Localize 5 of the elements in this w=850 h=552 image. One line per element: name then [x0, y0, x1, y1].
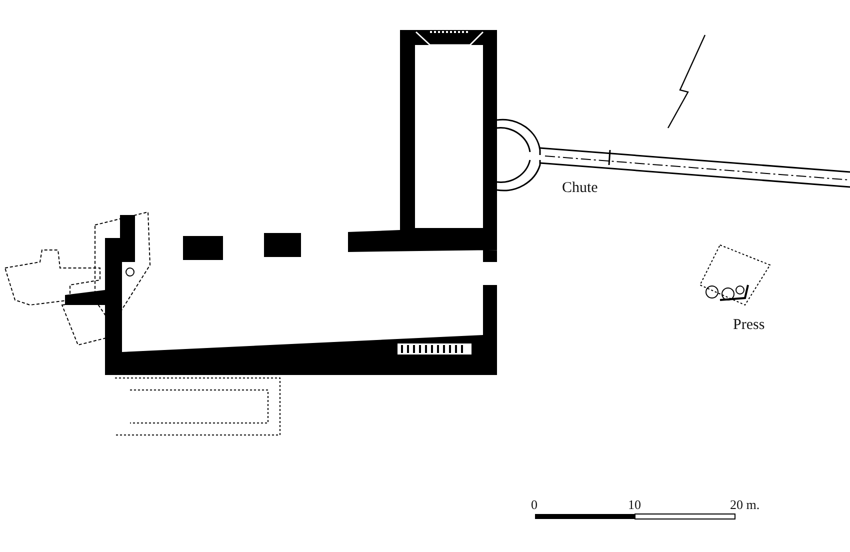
- scale-number: 0: [531, 497, 538, 513]
- area-label: Press: [733, 317, 765, 333]
- scale-number: 10: [628, 497, 641, 513]
- area-label: Chute: [562, 180, 598, 196]
- scale-number: 20 m.: [730, 497, 760, 513]
